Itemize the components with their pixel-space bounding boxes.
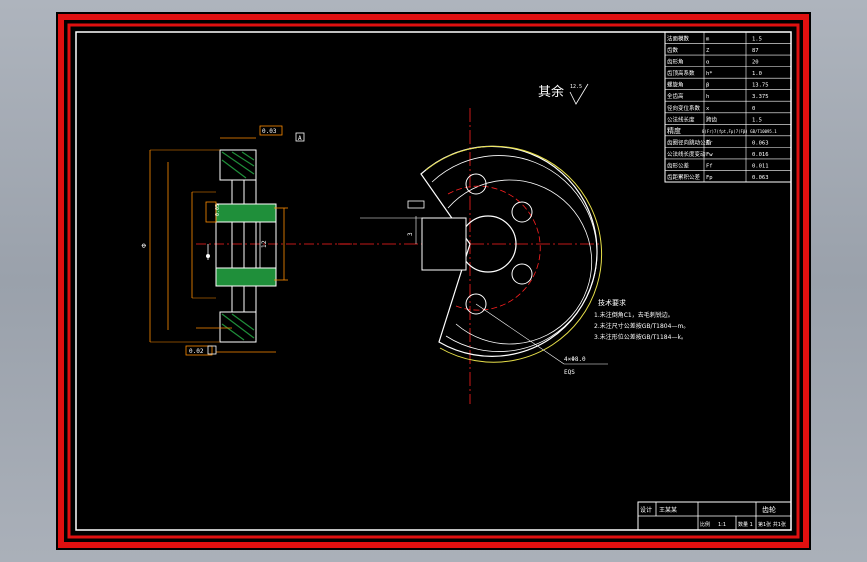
rim-bottom-hatch xyxy=(221,313,255,341)
tolerance-bore: 0.05 xyxy=(215,204,221,216)
tolerance-frame-key xyxy=(407,200,425,209)
bolt-hole-lower-right xyxy=(511,263,533,285)
inner-red-border xyxy=(67,23,800,539)
dim-dia-label: Φ xyxy=(141,243,148,248)
param-symbol: 8(Fr)7(fpt,Fp)7(Fβ) GB/T10095.1 xyxy=(702,129,777,134)
param-value: 87 xyxy=(752,48,759,54)
tolerance-frame-bore xyxy=(205,201,217,223)
param-value: 1.5 xyxy=(752,117,762,123)
param-symbol: Z xyxy=(706,48,710,54)
param-value: 1.0 xyxy=(752,71,762,77)
tb-sheet: 第1张 共1张 xyxy=(758,521,786,528)
param-value: 0.011 xyxy=(752,163,769,169)
tb-qty: 数量 1 xyxy=(738,521,753,528)
param-symbol: m xyxy=(706,37,710,43)
param-value: 0 xyxy=(752,106,755,112)
hub-upper xyxy=(215,203,277,223)
section-view: Φ 12 0.03 A 0.02 0.05 xyxy=(141,125,356,356)
hole-leader xyxy=(475,303,565,365)
bolt-circle xyxy=(447,185,541,311)
tech-req-item-3: 3.未注形位公差按GB/T1184—k。 xyxy=(594,333,687,341)
bolt-hole-bottom xyxy=(465,293,487,315)
tb-scale-value: 1:1 xyxy=(718,522,726,528)
section-outline xyxy=(220,149,257,343)
root-circle xyxy=(431,155,598,352)
runout-value-top: 0.03 xyxy=(262,128,277,135)
flatness-frame xyxy=(185,345,213,356)
runout-frame-top xyxy=(259,125,283,136)
param-value: 20 xyxy=(752,60,759,66)
param-symbol: α xyxy=(706,60,710,66)
tech-req-item-1: 1.未注倒角C1，去毛刺锐边。 xyxy=(594,311,674,319)
tb-label-1: 设计 xyxy=(640,506,652,514)
param-name: 公法线长度 xyxy=(667,115,695,123)
cad-viewport[interactable]: Φ 12 0.03 A 0.02 0.05 xyxy=(56,12,811,550)
tech-req-title: 技术要求 xyxy=(598,298,626,307)
keyway xyxy=(421,217,467,271)
param-name: 螺旋角 xyxy=(667,81,684,89)
param-symbol: h* xyxy=(706,71,713,77)
param-name: 齿数 xyxy=(667,46,679,54)
param-symbol: Fw xyxy=(706,152,713,158)
param-name: 齿距累积公差 xyxy=(667,173,701,181)
param-symbol: x xyxy=(706,106,710,112)
title-block: 设计 王某某 齿轮 比例 1:1 数量 1 第1张 共1张 xyxy=(637,501,792,531)
hole-eq: EQS xyxy=(564,369,575,376)
param-symbol: h xyxy=(706,94,709,100)
param-symbol: β xyxy=(706,83,710,89)
param-name: 齿顶高系数 xyxy=(667,69,695,77)
datum-box-top xyxy=(295,132,305,142)
bolt-hole-top xyxy=(465,173,487,195)
bolt-hole-upper-right xyxy=(511,201,533,223)
param-name: 齿形公差 xyxy=(667,161,690,169)
param-symbol: Ff xyxy=(706,163,713,169)
rim-top-hatch xyxy=(221,151,255,179)
surface-note-label: 其余 xyxy=(538,84,564,100)
param-name: 全齿高 xyxy=(667,92,684,100)
key-depth-label: 3 xyxy=(407,232,414,236)
tb-scale-label: 比例 xyxy=(700,521,710,528)
datum-box-bottom xyxy=(207,345,217,355)
tech-req-item-2: 2.未注尺寸公差按GB/T1804—m。 xyxy=(594,322,689,330)
param-name: 齿圈径向跳动公差 xyxy=(667,138,712,146)
tech-requirements: 技术要求 1.未注倒角C1，去毛刺锐边。 2.未注尺寸公差按GB/T1804—m… xyxy=(594,298,689,341)
surface-note-value: 12.5 xyxy=(570,84,582,90)
tb-value-1: 王某某 xyxy=(659,507,677,514)
param-table: 法面模数 m 1.5 齿数 Z 87 齿形角 α 20 齿顶高系数 h* 1.0 螺旋角 β 13.75 全齿… xyxy=(664,31,792,183)
tb-part-name: 齿轮 xyxy=(762,505,776,514)
frame-border xyxy=(75,31,792,531)
param-value: 13.75 xyxy=(752,83,769,89)
param-name: 齿形角 xyxy=(667,58,684,66)
param-value: 0.063 xyxy=(752,140,769,146)
web xyxy=(231,179,245,313)
param-symbol: Fp xyxy=(706,175,713,181)
drawing-canvas: Φ 12 0.03 A 0.02 0.05 xyxy=(58,14,809,548)
param-value: 0.016 xyxy=(752,152,769,158)
param-value: 0.063 xyxy=(752,175,769,181)
param-symbol: Fr xyxy=(706,140,713,146)
roughness-symbol xyxy=(569,83,589,105)
param-name: 法面模数 xyxy=(667,35,690,43)
flatness-value: 0.02 xyxy=(189,348,204,355)
param-name: 精度 xyxy=(667,126,681,135)
bore xyxy=(215,221,277,269)
inner-rim xyxy=(447,179,593,345)
front-view: 3 4×Φ8.0 EQS xyxy=(338,108,608,404)
param-value: 3.375 xyxy=(752,94,769,100)
surface-note: 其余 12.5 xyxy=(538,83,589,105)
param-name: 公法线长度变动 xyxy=(667,150,706,158)
addendum-circle xyxy=(425,145,603,363)
param-value: 1.5 xyxy=(752,37,762,43)
datum-a-top: A xyxy=(298,135,302,142)
hole-note: 4×Φ8.0 xyxy=(564,356,586,363)
keyway-label: 12 xyxy=(261,240,268,248)
hub-lower xyxy=(215,267,277,287)
outer-red-border xyxy=(58,14,809,548)
param-symbol: 跨齿 xyxy=(706,115,718,123)
param-name: 径向变位系数 xyxy=(667,104,701,112)
